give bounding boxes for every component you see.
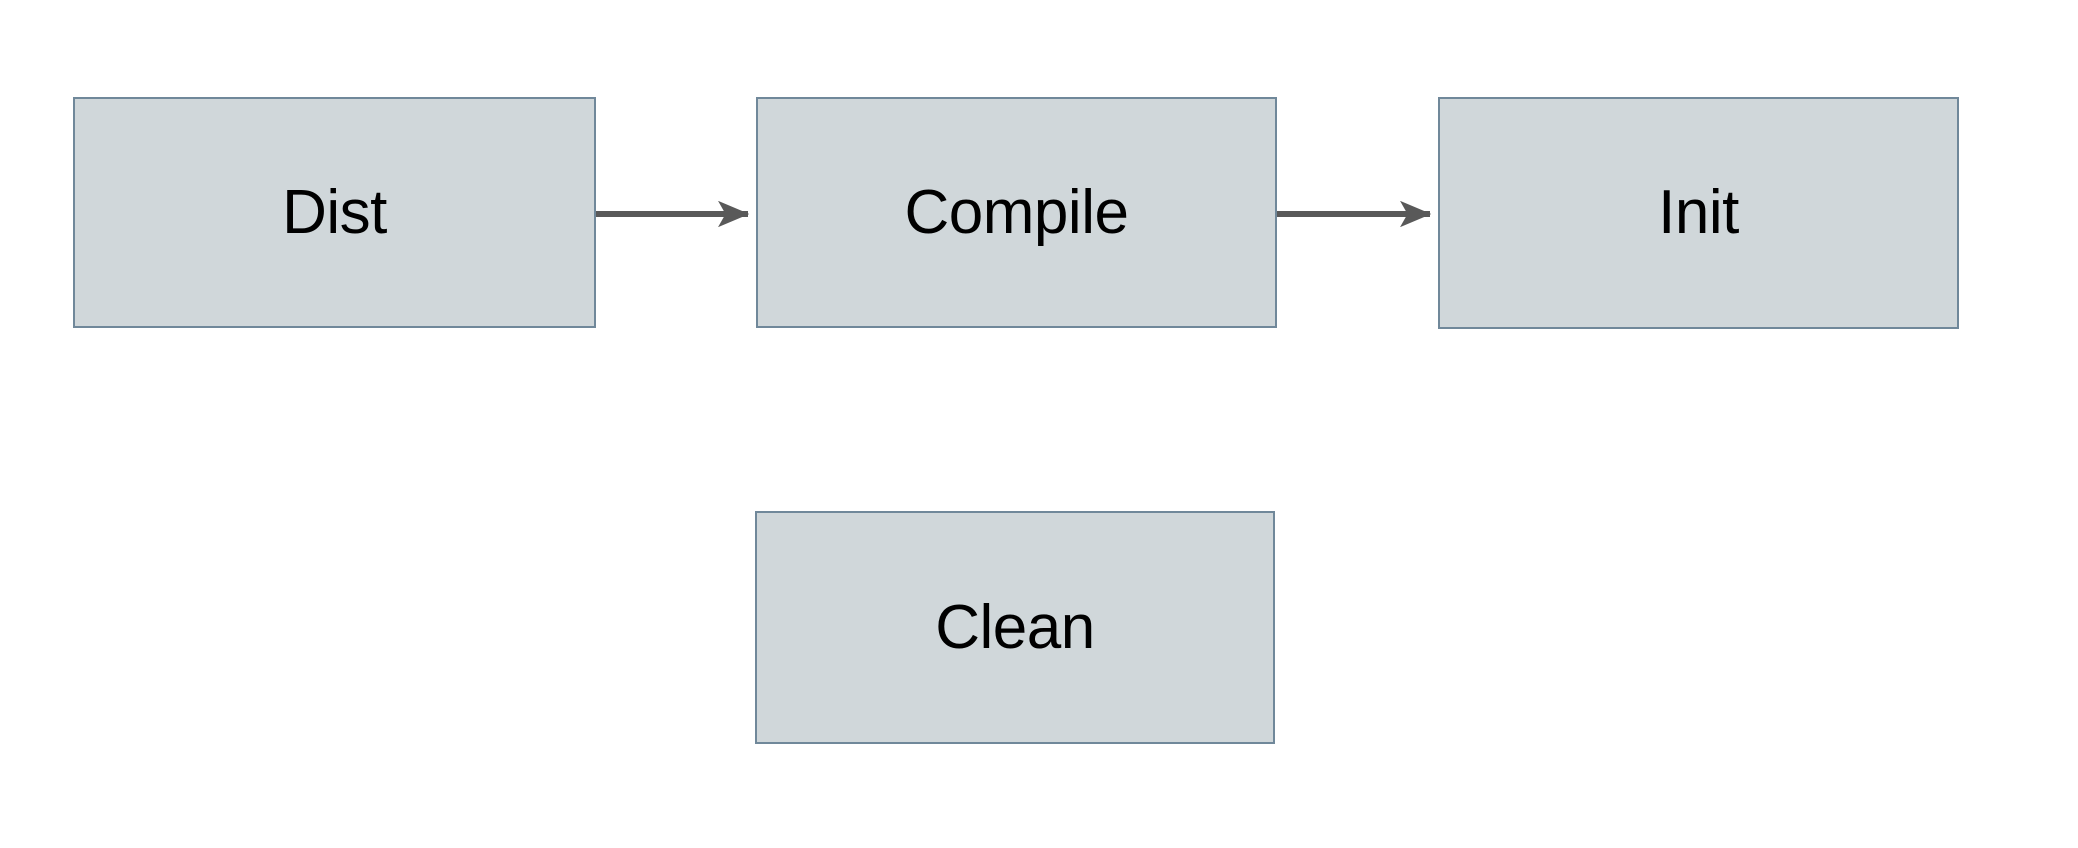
node-init[interactable]: Init (1438, 97, 1959, 329)
node-clean[interactable]: Clean (755, 511, 1275, 744)
node-dist[interactable]: Dist (73, 97, 596, 328)
node-compile-label: Compile (904, 177, 1129, 247)
node-clean-label: Clean (935, 592, 1095, 662)
node-dist-label: Dist (282, 177, 387, 247)
node-compile[interactable]: Compile (756, 97, 1277, 328)
node-init-label: Init (1658, 178, 1739, 247)
